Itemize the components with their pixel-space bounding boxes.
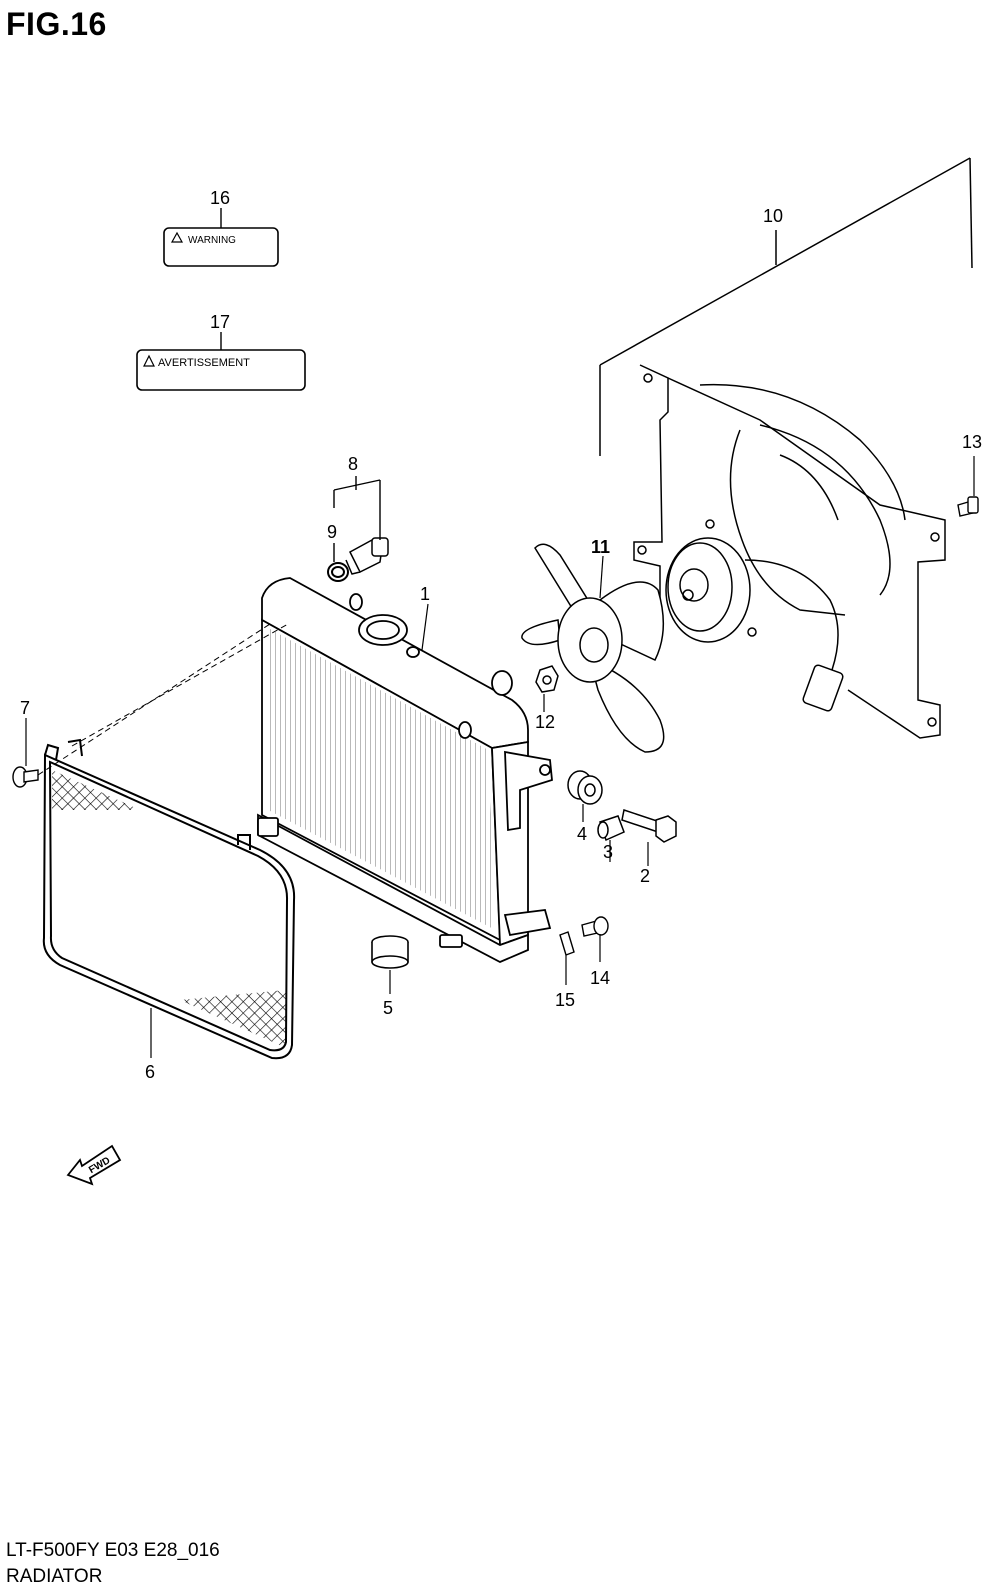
callout-17: 17	[210, 312, 230, 332]
forward-direction-arrow: FWD	[66, 1144, 122, 1186]
avertissement-label-text: AVERTISSEMENT	[158, 357, 250, 369]
callout-13: 13	[962, 432, 982, 452]
screen-screw	[12, 766, 39, 788]
figure-title: FIG.16	[6, 6, 107, 42]
cooling-fan	[521, 543, 665, 753]
callout-12: 12	[535, 712, 555, 732]
model-code: LT-F500FY E03 E28_016	[6, 1540, 220, 1561]
radiator-grommet	[371, 935, 409, 969]
mount-cushion	[567, 770, 603, 805]
callout-4: 4	[577, 824, 587, 844]
callout-16: 16	[210, 188, 230, 208]
callout-5: 5	[383, 998, 393, 1018]
callout-6: 6	[145, 1062, 155, 1082]
screen-alignment-line	[71, 623, 289, 747]
clip-nut	[559, 931, 575, 956]
fan-shroud-assembly	[599, 157, 973, 739]
shroud-bolt	[957, 496, 979, 517]
callout-3: 3	[603, 842, 613, 862]
warning-label-part: WARNING	[163, 208, 279, 267]
callout-11: 11	[591, 537, 610, 557]
screen-alignment-line	[37, 623, 271, 776]
callout-14: 14	[590, 968, 610, 988]
mount-bolt	[621, 809, 677, 843]
o-ring	[327, 562, 349, 582]
callout-10: 10	[763, 206, 783, 226]
warning-label-text: WARNING	[188, 235, 236, 246]
radiator-core	[257, 577, 553, 963]
callout-15: 15	[555, 990, 575, 1010]
mount-collar	[597, 815, 625, 842]
avertissement-label-part: AVERTISSEMENT	[136, 332, 306, 391]
lower-bolt	[581, 916, 609, 937]
callout-7: 7	[20, 698, 30, 718]
radiator-screen	[42, 738, 296, 1060]
section-name: RADIATOR	[6, 1566, 103, 1587]
callout-9: 9	[327, 522, 337, 542]
callout-2: 2	[640, 866, 650, 886]
callout-1: 1	[420, 584, 430, 604]
callout-8: 8	[348, 454, 358, 474]
fan-thermo-switch	[345, 537, 389, 575]
fan-nut	[535, 665, 559, 693]
part-8-9-bracket	[333, 476, 381, 562]
leader-lines	[25, 456, 975, 1058]
